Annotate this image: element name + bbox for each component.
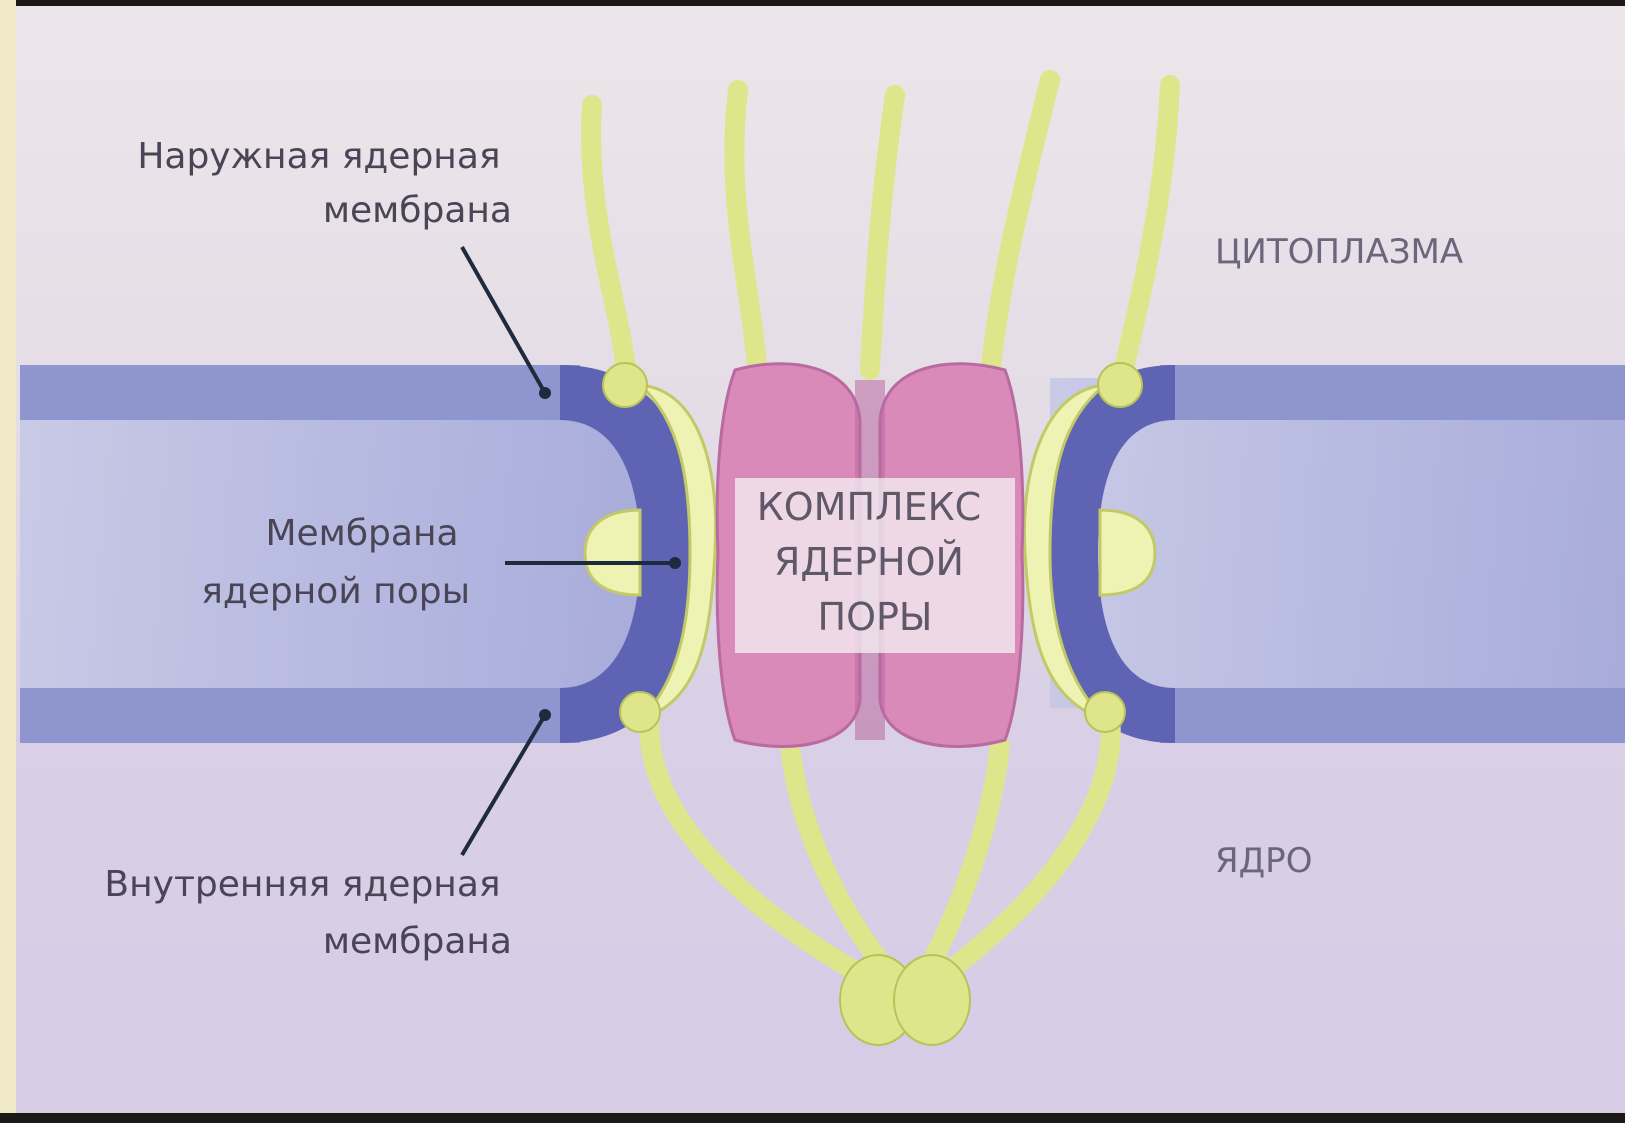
pore-membrane-label-line: ядерной поры: [201, 571, 470, 612]
npc-label-line: КОМПЛЕКС: [757, 485, 981, 529]
inner-membrane-label-line: мембрана: [323, 921, 512, 962]
ring-knob: [603, 363, 647, 407]
left-inner-membrane: [20, 688, 580, 743]
leader-dot: [539, 709, 551, 721]
right-outer-membrane: [1160, 365, 1625, 420]
nucleus-label: ЯДРО: [1215, 841, 1312, 881]
npc-label-line: ПОРЫ: [818, 595, 933, 639]
ring-knob: [1085, 692, 1125, 732]
cytoplasm-label: ЦИТОПЛАЗМА: [1215, 232, 1463, 272]
inner-membrane-label-line: Внутренняя ядерная: [104, 864, 500, 905]
outer-membrane-label-line: мембрана: [323, 190, 512, 231]
ring-knob: [1098, 363, 1142, 407]
left-outer-membrane: [20, 365, 580, 420]
ring-knob: [620, 692, 660, 732]
bottom-page-edge: [0, 1113, 1625, 1123]
basket-distal-ring: [840, 955, 970, 1045]
leader-dot: [539, 387, 551, 399]
npc-label-line: ЯДЕРНОЙ: [774, 540, 964, 584]
left-page-edge: [0, 0, 16, 1123]
pore-membrane-label-line: Мембрана: [265, 513, 458, 554]
outer-membrane-label-line: Наружная ядерная: [137, 136, 500, 177]
basket-ring-lobe: [894, 955, 970, 1045]
right-inner-membrane: [1160, 688, 1625, 743]
leader-dot: [669, 557, 681, 569]
